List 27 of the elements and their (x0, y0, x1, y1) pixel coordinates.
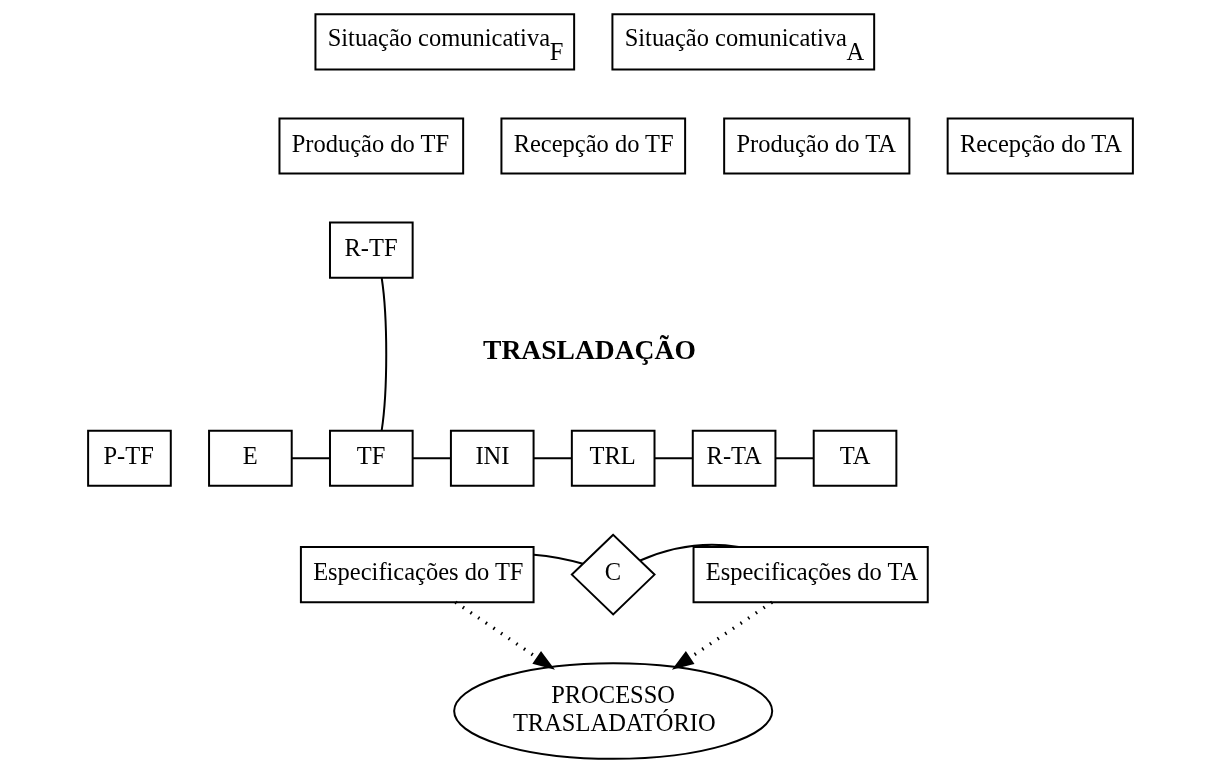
arrow (671, 600, 774, 670)
node-box: Especificações do TA (692, 546, 929, 604)
node-box: TRL (570, 429, 656, 487)
connector (290, 457, 331, 460)
node-box: TF (329, 429, 414, 487)
node-box: Especificações do TF (299, 546, 535, 604)
connector (411, 457, 452, 460)
arrow (454, 600, 555, 670)
node-box: TA (812, 429, 898, 487)
node-box: R-TF (329, 221, 414, 279)
connector (380, 277, 388, 432)
node-box: Recepção do TF (500, 117, 687, 175)
label: TRASLADAÇÃO (483, 334, 696, 366)
connector (774, 457, 815, 460)
node-box: E (208, 429, 293, 487)
connector (532, 457, 573, 460)
node-box: Produção do TA (723, 117, 911, 175)
connector (639, 543, 740, 562)
connector (653, 457, 694, 460)
node-ellipse: PROCESSO TRASLADATÓRIO (453, 662, 774, 760)
node-box: Recepção do TA (946, 117, 1134, 175)
node-box: INI (449, 429, 535, 487)
node-box: P-TF (87, 429, 172, 487)
node-diamond: C (570, 533, 656, 616)
connector (532, 553, 584, 565)
node-box: R-TA (691, 429, 777, 487)
node-box: Produção do TF (278, 117, 465, 175)
